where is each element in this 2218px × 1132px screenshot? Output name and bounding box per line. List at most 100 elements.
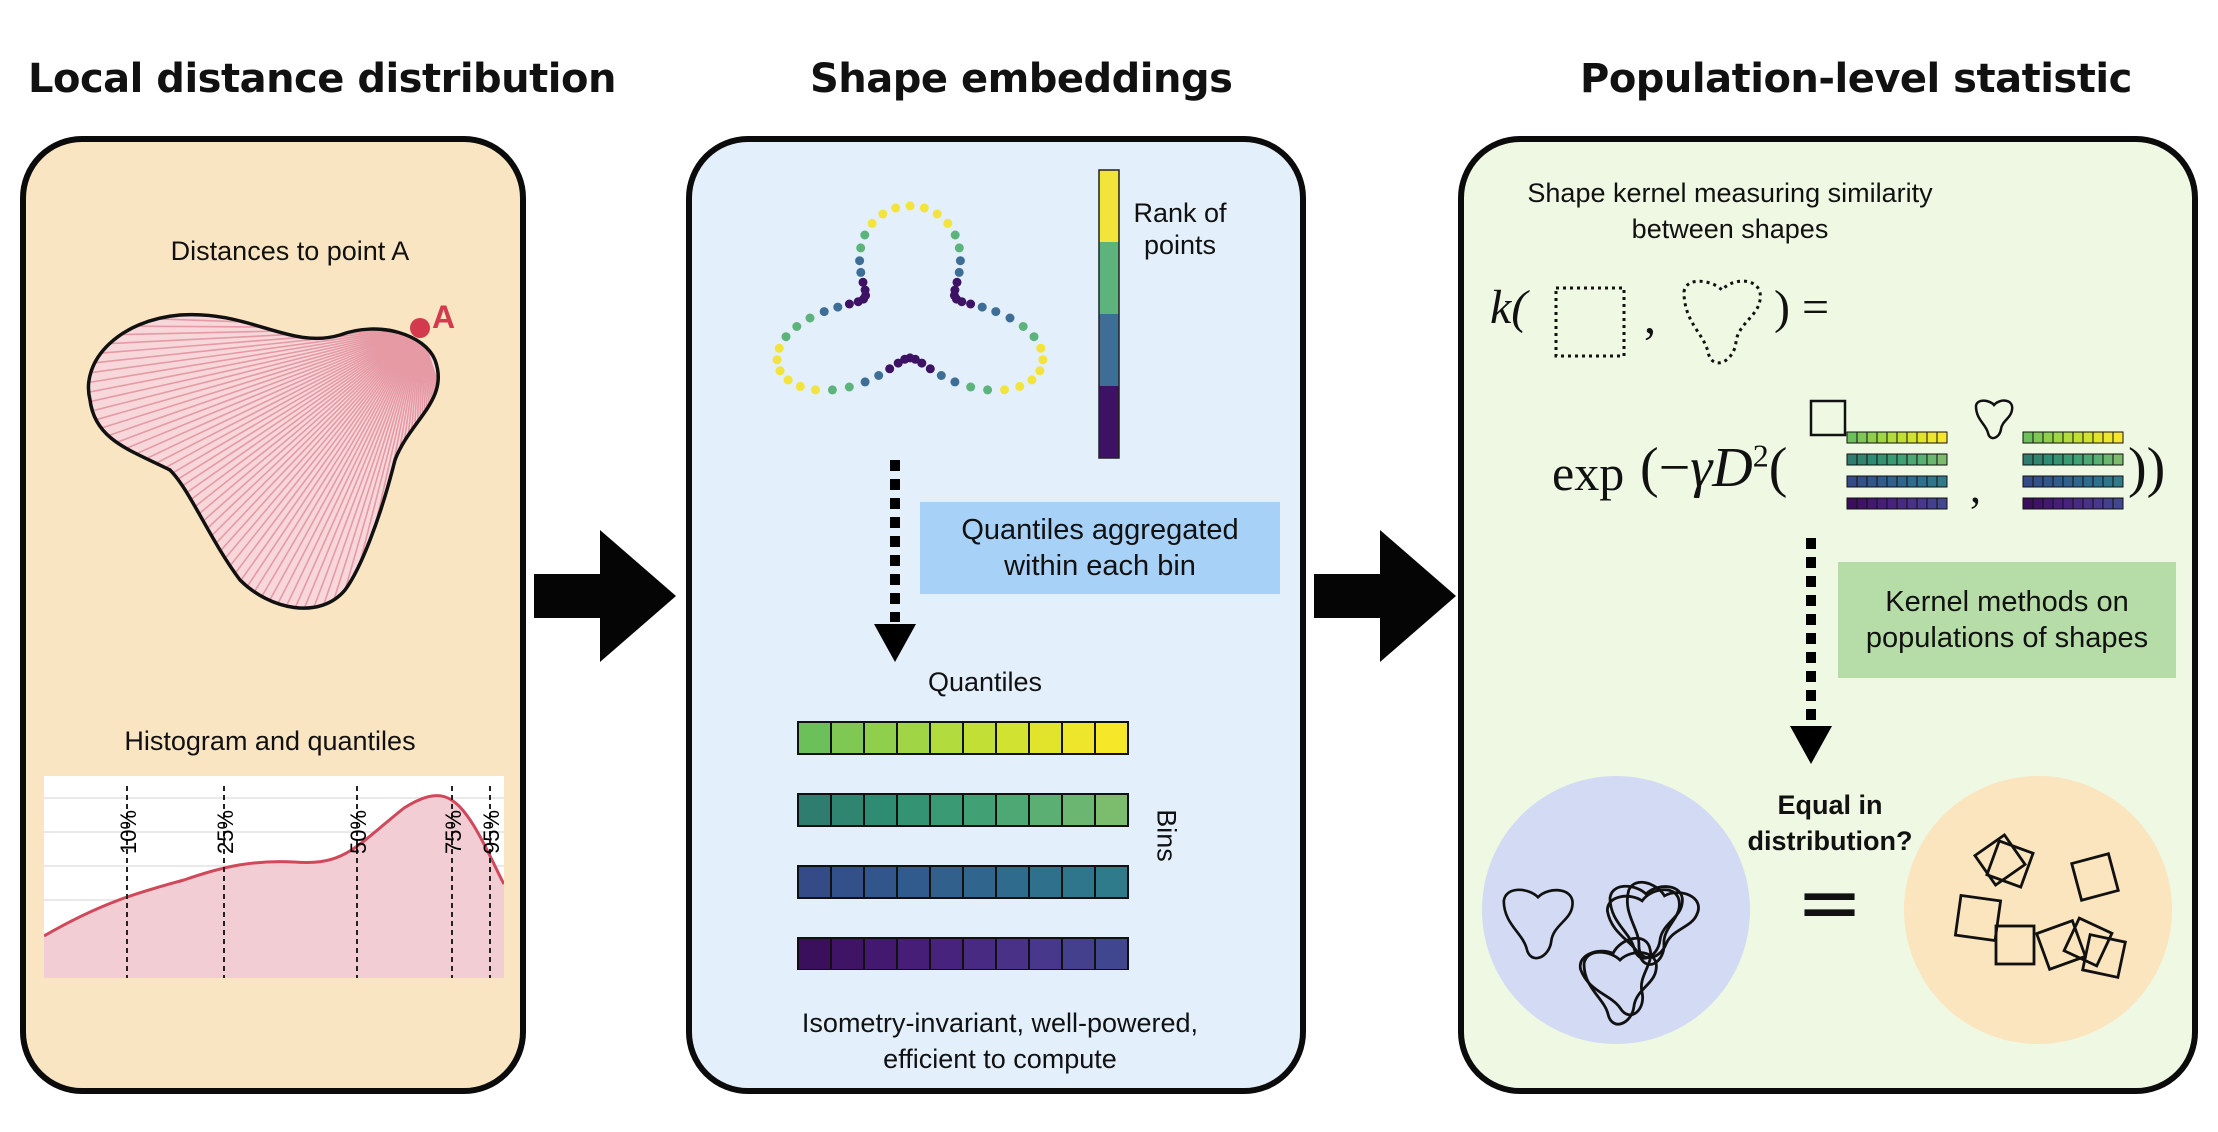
quantile-cell	[929, 865, 964, 899]
rank-point	[811, 385, 820, 395]
ranked-points-shape	[772, 201, 1048, 395]
quantile-cell	[863, 865, 898, 899]
quantile-cell	[1866, 475, 1878, 488]
quantile-cell	[863, 793, 898, 827]
rank-point	[792, 322, 802, 331]
rank-point	[1000, 385, 1009, 395]
quantile-cell	[896, 937, 931, 970]
quantile-cell	[1916, 431, 1928, 444]
tick-50-label: 50%	[346, 810, 371, 854]
point-a-label: A	[432, 299, 455, 335]
quantile-cell	[1856, 453, 1868, 466]
quantile-cell	[1906, 497, 1918, 510]
quantile-cell	[2042, 431, 2054, 444]
point-a-marker	[410, 318, 430, 338]
quantile-cell	[896, 793, 931, 827]
equal-question-line1: Equal in	[1777, 790, 1883, 820]
dotted-arrow-down-icon	[1790, 538, 1832, 764]
rank-point	[795, 381, 805, 391]
quantile-cell	[1866, 453, 1878, 466]
quantile-cell	[863, 721, 898, 755]
quantile-cell	[1876, 497, 1888, 510]
quantile-cell	[2102, 453, 2114, 466]
rank-point	[874, 371, 884, 380]
middle-footer-line1: Isometry-invariant, well-powered,	[801, 1008, 1199, 1038]
tick-10-label: 10%	[116, 810, 141, 854]
quantile-cell	[2102, 497, 2114, 510]
quantile-cell	[1846, 475, 1858, 488]
equal-question-line2: distribution?	[1747, 826, 1913, 856]
quantile-cell	[830, 793, 865, 827]
quantile-cell	[2042, 475, 2054, 488]
quantile-cell	[1856, 497, 1868, 510]
quantile-cell	[1936, 431, 1948, 444]
quantile-cell	[830, 721, 865, 755]
bins-label: Bins	[1151, 809, 1182, 862]
shape-distance-diagram: A	[86, 299, 455, 610]
quantile-cell	[1936, 497, 1948, 510]
quantile-cell	[1936, 475, 1948, 488]
quantile-cell	[1876, 431, 1888, 444]
quantile-cell	[2102, 475, 2114, 488]
quantile-cell	[1866, 431, 1878, 444]
quantile-cell	[2062, 497, 2074, 510]
kernel-comma-text: ,	[1644, 291, 1656, 344]
quantile-cell	[995, 937, 1030, 970]
quantile-cell	[1028, 721, 1063, 755]
quantile-cell	[2022, 475, 2034, 488]
quantile-cell	[1886, 431, 1898, 444]
quantiles-label: Quantiles	[927, 667, 1043, 697]
quantile-cell	[995, 721, 1030, 755]
quantile-cell	[1028, 865, 1063, 899]
rank-point	[860, 230, 870, 240]
rank-point	[943, 218, 953, 228]
quantile-cell	[962, 865, 997, 899]
quantile-cell	[2092, 453, 2104, 466]
equals-sign: =	[1796, 856, 1864, 949]
population-trefoils	[1482, 776, 1750, 1044]
quantile-cell	[1926, 497, 1938, 510]
rank-point	[775, 366, 785, 376]
rank-point	[966, 382, 976, 392]
kernel-caption-line2: between shapes	[1631, 214, 1829, 244]
quantile-cell	[2042, 497, 2054, 510]
quantile-cell	[1094, 721, 1129, 755]
rank-point	[885, 364, 895, 374]
quantile-cell	[2062, 453, 2074, 466]
rank-point	[983, 385, 993, 395]
kernel-close-text: ) =	[1774, 281, 1830, 334]
quantile-cell	[1846, 453, 1858, 466]
rank-point	[860, 377, 870, 387]
quantile-cell	[2062, 431, 2074, 444]
rank-point	[891, 203, 901, 213]
quantile-cell	[1866, 497, 1878, 510]
quantile-cell	[830, 865, 865, 899]
quantile-cell	[1896, 453, 1908, 466]
quantile-cell	[2072, 431, 2084, 444]
quantile-cell	[2082, 453, 2094, 466]
quantile-cell	[962, 793, 997, 827]
quantile-cell	[1094, 793, 1129, 827]
quantile-cell	[2082, 497, 2094, 510]
rank-point	[954, 243, 964, 253]
quantile-cell	[2022, 497, 2034, 510]
quantile-cell	[797, 865, 832, 899]
rank-point	[856, 243, 866, 253]
quantile-cell	[995, 793, 1030, 827]
quantile-cell	[1916, 497, 1928, 510]
quantile-cell	[2112, 475, 2124, 488]
kernel-methods-line1: Kernel methods on	[1885, 586, 2129, 618]
quantile-cell	[2032, 453, 2044, 466]
quantile-cell	[1061, 721, 1096, 755]
quantile-cell	[896, 865, 931, 899]
rank-point	[991, 307, 1001, 317]
arrow-right-icon	[534, 530, 676, 662]
quantile-cell	[2042, 453, 2054, 466]
rank-point	[917, 358, 927, 368]
quantile-cell	[1094, 865, 1129, 899]
quantile-cell	[2072, 475, 2084, 488]
rank-point	[878, 209, 888, 219]
quantile-cell	[2112, 453, 2124, 466]
quantile-cell	[2112, 497, 2124, 510]
quantile-cell	[2052, 497, 2064, 510]
